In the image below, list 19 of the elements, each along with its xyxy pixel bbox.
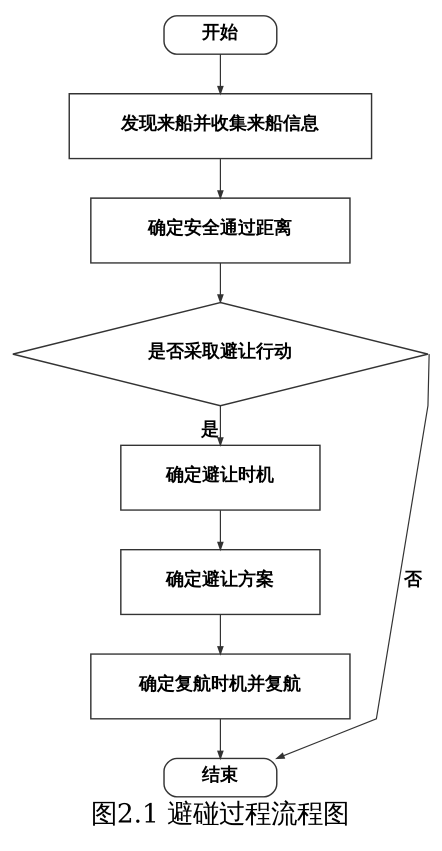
- arrow: [217, 614, 224, 656]
- node-box: 确定复航时机并复航: [90, 653, 351, 720]
- edge-label: 是: [201, 418, 220, 440]
- node-box: 发现来船并收集来船信息: [68, 93, 372, 160]
- edge-label: 否: [404, 569, 422, 590]
- arrow: [275, 354, 430, 760]
- node-box: 开始: [163, 15, 278, 55]
- node-box: 确定避让方案: [120, 548, 321, 616]
- node-diamond: 是否采取避让行动: [12, 302, 429, 406]
- arrow: [217, 262, 224, 304]
- arrow: [217, 406, 224, 447]
- arrow: [217, 54, 224, 96]
- node-box: 结束: [163, 758, 278, 798]
- node-box: 确定安全通过距离: [90, 197, 351, 264]
- node-box: 确定避让时机: [120, 444, 321, 511]
- arrow: [217, 159, 224, 200]
- arrow: [217, 719, 224, 760]
- arrow: [217, 510, 224, 552]
- caption: 图2.1 避碰过程流程图: [90, 800, 350, 830]
